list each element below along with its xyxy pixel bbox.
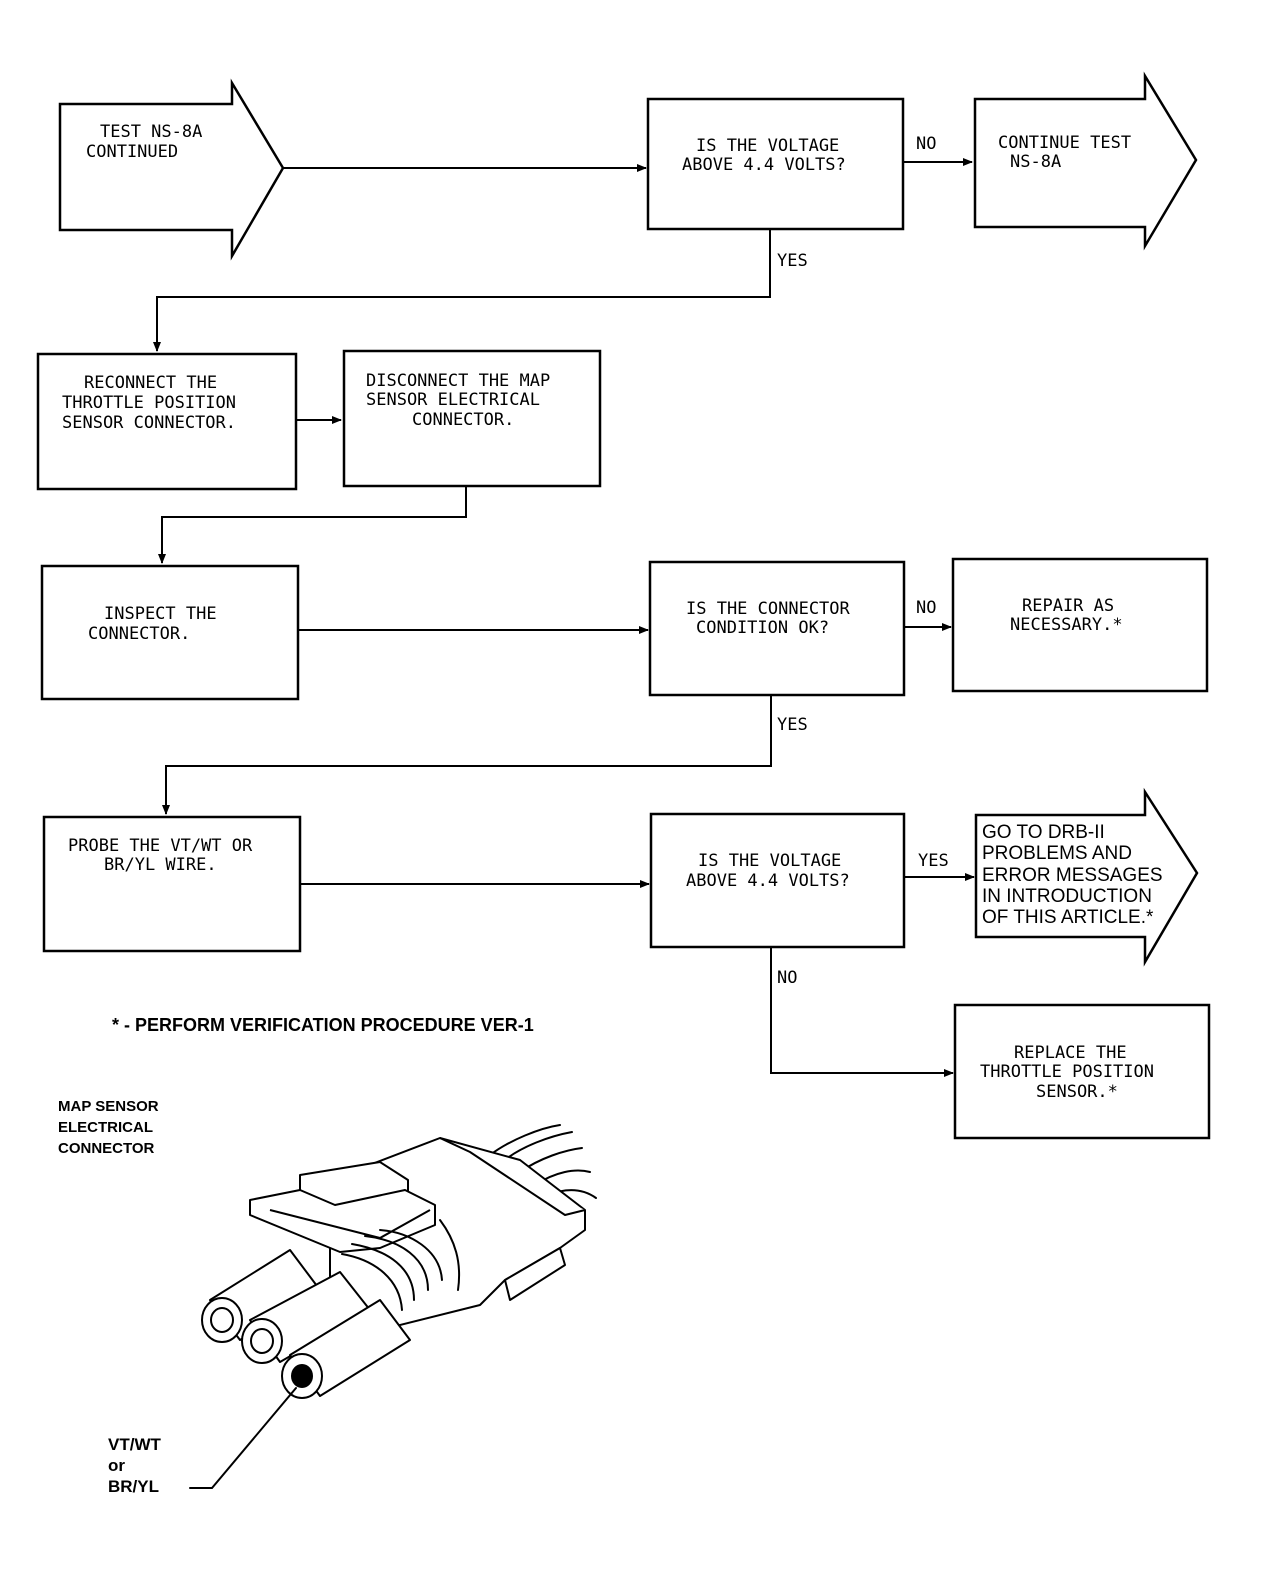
connector-ok-box xyxy=(648,560,906,697)
continue-test-text: CONTINUE TEST NS-8A xyxy=(998,133,1141,172)
footnote: * - PERFORM VERIFICATION PROCEDURE VER-1 xyxy=(112,1015,534,1035)
voltage-check-1-box xyxy=(646,97,905,231)
probe-wire-text: PROBE THE VT/WT OR BR/YL WIRE. xyxy=(68,836,262,875)
inspect-connector-text: INSPECT THE CONNECTOR. xyxy=(88,604,227,644)
disconnect-map-box xyxy=(342,349,602,488)
edge-check1-yes xyxy=(153,229,771,352)
edge-connector-ok-yes xyxy=(162,695,772,815)
reconnect-tps-text: RECONNECT THE THROTTLE POSITION SENSOR C… xyxy=(62,373,246,433)
start-node-text: TEST NS-8A CONTINUED xyxy=(86,122,213,162)
wire-label: VT/WT or BR/YL xyxy=(108,1435,166,1496)
reconnect-tps-box xyxy=(36,352,298,491)
replace-tps-box xyxy=(953,1003,1211,1140)
voltage-check-2-text: IS THE VOLTAGE ABOVE 4.4 VOLTS? xyxy=(686,851,852,891)
replace-tps-text: REPLACE THE THROTTLE POSITION SENSOR.* xyxy=(980,1043,1164,1102)
connector-ok-text: IS THE CONNECTOR CONDITION OK? xyxy=(686,599,860,638)
repair-box xyxy=(951,557,1209,693)
probe-wire-box xyxy=(42,815,302,953)
edge-label-no-1: NO xyxy=(916,134,936,154)
start-arrow-shape xyxy=(58,78,285,261)
map-sensor-connector-illustration xyxy=(189,1124,597,1489)
voltage-check-1-text: IS THE VOLTAGE ABOVE 4.4 VOLTS? xyxy=(682,136,850,175)
edge-label-yes-2: YES xyxy=(777,715,808,735)
repair-text: REPAIR AS NECESSARY.* xyxy=(1010,596,1124,635)
edge-disconnect-to-inspect xyxy=(158,486,467,564)
edge-label-yes-3: YES xyxy=(918,851,949,871)
continue-test-arrow-shape xyxy=(973,71,1198,251)
illustration-title: MAP SENSOR ELECTRICAL CONNECTOR xyxy=(58,1098,163,1157)
edge-label-yes-1: YES xyxy=(777,251,808,271)
edge-check2-no xyxy=(770,947,954,1077)
goto-drb-arrow-shape xyxy=(974,787,1199,967)
disconnect-map-text: DISCONNECT THE MAP SENSOR ELECTRICAL CON… xyxy=(366,371,560,430)
edge-label-no-3: NO xyxy=(777,968,797,988)
voltage-check-2-box xyxy=(649,812,906,949)
edge-label-no-2: NO xyxy=(916,598,936,618)
goto-drb-text: GO TO DRB-II PROBLEMS AND ERROR MESSAGES… xyxy=(982,822,1168,928)
inspect-connector-box xyxy=(40,564,300,701)
